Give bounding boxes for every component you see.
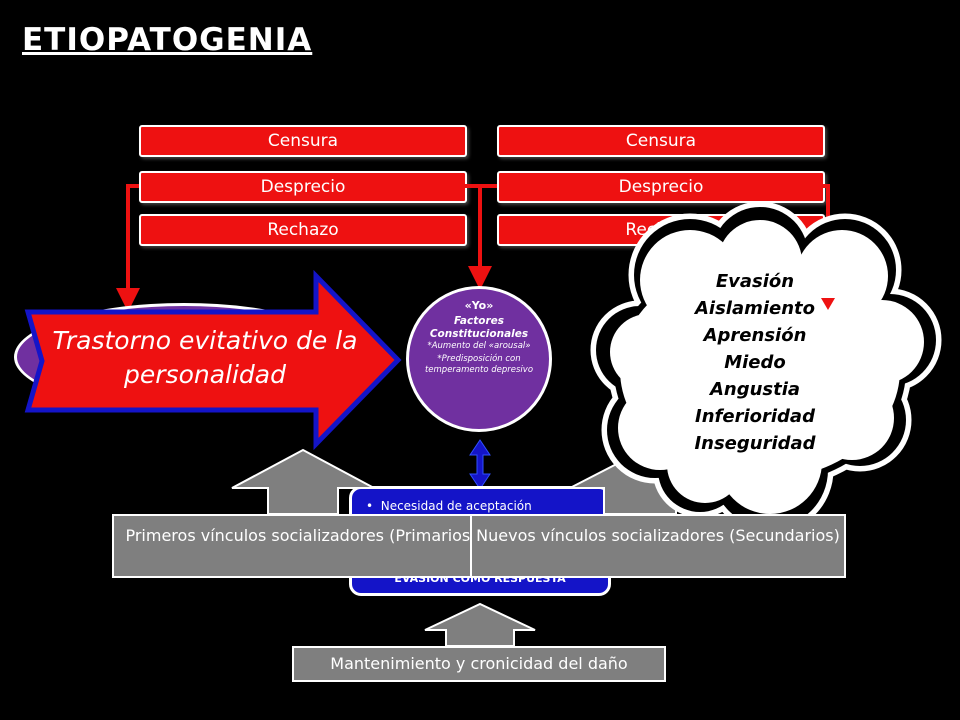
cloud-item-angustia: Angustia <box>709 379 801 400</box>
secondary-bonds-box: Nuevos vínculos socializadores (Secundar… <box>470 514 846 578</box>
primary-up-arrow <box>231 448 375 515</box>
left-rechazo-box: Rechazo <box>139 214 467 246</box>
yo-circle: «Yo» Factores Constitucionales *Aumento … <box>406 286 552 432</box>
maintenance-box: Mantenimiento y cronicidad del daño <box>292 646 666 682</box>
slide-title: ETIOPATOGENIA <box>22 22 313 58</box>
emotions-cloud-fill <box>610 220 924 514</box>
left-censura-box: Censura <box>139 125 467 157</box>
yo-title: «Yo» <box>464 299 494 312</box>
cloud-item-inseguridad: Inseguridad <box>694 433 816 454</box>
primary-bonds-box: Primeros vínculos socializadores (Primar… <box>112 514 490 578</box>
yo-item-1: *Aumento del «arousal» <box>427 341 531 351</box>
right-connector-head <box>821 298 835 310</box>
cloud-item-aislamiento: Aislamiento <box>694 298 816 319</box>
right-censura-box: Censura <box>497 125 825 157</box>
need-acceptance-text: • Necesidad de aceptación <box>366 499 532 513</box>
cloud-text: Evasión Aislamiento Aprensión Miedo Angu… <box>660 268 850 457</box>
yo-factors: Factores Constitucionales <box>429 315 529 340</box>
maintenance-up-arrow <box>424 602 536 647</box>
left-connector-arrow <box>116 184 140 312</box>
cloud-item-evasion: Evasión <box>715 271 795 292</box>
disorder-arrow <box>24 269 402 451</box>
disorder-arrow-text: Trastorno evitativo de la personalidad <box>52 326 358 389</box>
cloud-item-miedo: Miedo <box>724 352 786 373</box>
yo-item-2: *Predisposición con temperamento depresi… <box>424 354 534 375</box>
right-desprecio-box: Desprecio <box>497 171 825 203</box>
cloud-item-aprension: Aprensión <box>703 325 807 346</box>
cloud-item-inferioridad: Inferioridad <box>695 406 815 427</box>
